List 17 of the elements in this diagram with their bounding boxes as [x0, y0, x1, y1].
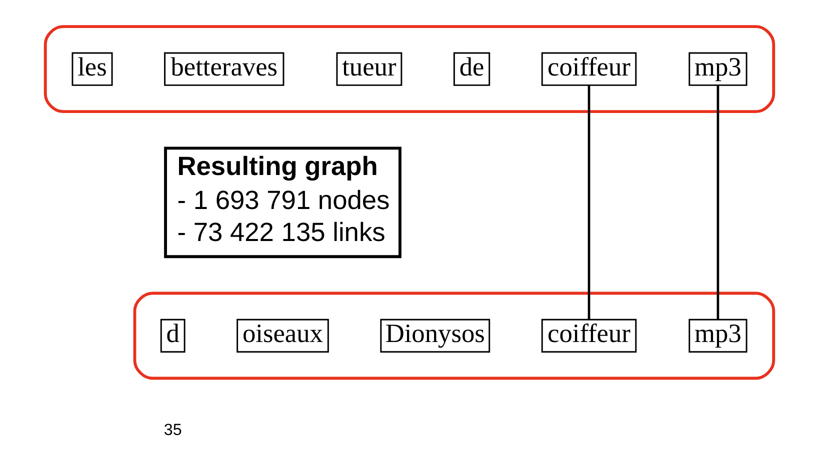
connector	[587, 84, 590, 320]
node-box: betteraves	[164, 52, 284, 86]
node-box: Resulting graph - 1 693 791 nodes - 73 422 135 links	[164, 146, 401, 258]
node-box: Dionysos	[380, 318, 490, 352]
cluster	[43, 24, 775, 113]
node-box: mp3	[688, 52, 747, 86]
node-box: coiffeur	[540, 52, 636, 86]
node-box: de	[452, 52, 490, 86]
node-box: tueur	[336, 52, 402, 86]
node-box: mp3	[688, 318, 747, 352]
node-box: coiffeur	[540, 318, 636, 352]
cluster	[132, 291, 775, 380]
node-box: les	[71, 52, 112, 86]
node-box: d	[160, 318, 185, 352]
label: 35	[163, 420, 182, 439]
connector	[716, 84, 719, 320]
node-box: oiseaux	[236, 318, 328, 352]
